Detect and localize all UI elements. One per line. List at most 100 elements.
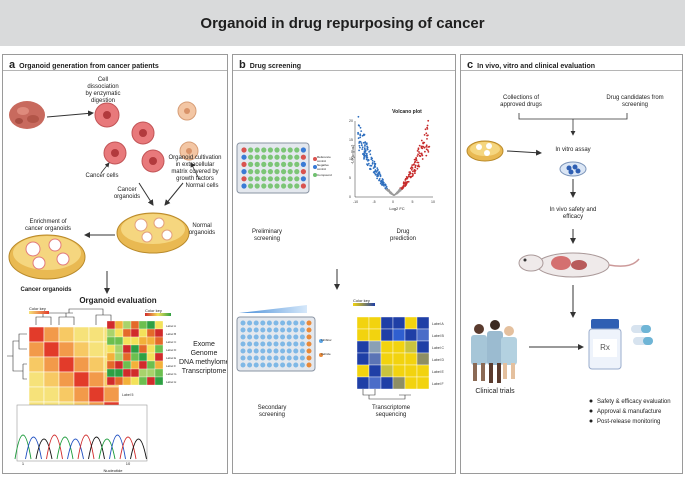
volcano-point <box>369 149 372 152</box>
plate-well <box>261 161 267 167</box>
volcano-point <box>427 119 430 122</box>
heatmap-cell <box>106 360 116 370</box>
heatmap-cell <box>114 376 124 386</box>
plate-well <box>247 327 253 333</box>
plate-well <box>247 362 253 368</box>
heatmap-cell <box>356 364 370 378</box>
heatmap-cell <box>106 320 116 330</box>
plate-well <box>248 161 254 167</box>
plate-well <box>300 147 306 153</box>
plate-well <box>266 334 272 340</box>
plate-well <box>254 183 260 189</box>
plate-well <box>254 161 260 167</box>
volcano-point <box>421 153 423 156</box>
plate-well <box>240 362 246 368</box>
patients-icon <box>471 320 517 383</box>
heatmap-cell <box>368 364 382 378</box>
volcano-point <box>364 155 366 157</box>
heatmap-cell <box>106 368 116 378</box>
heatmap-cell <box>88 341 105 358</box>
title-bar: Organoid in drug repurposing of cancer <box>0 0 685 46</box>
plate-well <box>294 169 300 175</box>
gradient-wedge-icon <box>239 305 307 313</box>
volcano-point <box>359 140 361 143</box>
panel-a-divider <box>3 70 227 71</box>
color-key-label-2: Color key <box>145 308 162 313</box>
volcano-point <box>363 156 365 159</box>
outcome-item: Approval & manufacture <box>597 409 662 415</box>
heatmap-cell <box>392 376 406 390</box>
legend-vehicle: Vehicle <box>321 352 331 356</box>
plate-well <box>266 341 272 347</box>
plate-well <box>286 348 292 354</box>
heatmap-cell <box>404 340 418 354</box>
plate-well <box>293 348 299 354</box>
rx-label: Rx <box>600 343 610 352</box>
plate-well <box>280 355 286 361</box>
chromatogram-peak <box>109 434 126 460</box>
volcano-tick-label: 5 <box>349 176 351 180</box>
volcano-point <box>377 175 379 178</box>
volcano-title: Volcano plot <box>392 109 422 115</box>
plate-well <box>261 183 267 189</box>
heatmap-cell <box>73 341 90 358</box>
volcano-point <box>405 184 407 186</box>
plate-well <box>253 355 259 361</box>
heatmap-cell <box>58 341 75 358</box>
plate-well <box>280 362 286 368</box>
volcano-point <box>359 126 362 129</box>
plate-well <box>267 183 273 189</box>
legend-compound: Compound <box>317 173 332 177</box>
omics-item: DNA methylome <box>179 359 228 366</box>
volcano-point <box>412 170 414 173</box>
heatmap-cell <box>122 376 132 386</box>
heatmap-cell <box>138 352 148 362</box>
volcano-point <box>404 179 407 181</box>
plate-well <box>286 320 292 326</box>
bracket-line <box>518 113 628 120</box>
volcano-point <box>407 175 410 178</box>
heatmap-cell <box>88 371 105 388</box>
volcano-point <box>368 151 370 153</box>
heatmap-cell <box>146 336 156 346</box>
volcano-point <box>420 147 423 149</box>
volcano-point <box>373 166 376 168</box>
legend-swatch <box>319 339 323 343</box>
plate-well <box>274 169 280 175</box>
volcano-point <box>414 160 417 163</box>
plate-well <box>293 362 299 368</box>
plate-well <box>274 147 280 153</box>
legend-swatch <box>319 353 323 357</box>
heatmap-cell <box>146 368 156 378</box>
volcano-point <box>416 161 419 164</box>
volcano-point <box>425 154 428 157</box>
heatmap-row-label: Label D <box>166 348 177 352</box>
volcano-point <box>410 168 413 171</box>
plate-well <box>240 327 246 333</box>
panel-b-title-text: Drug screening <box>249 63 302 70</box>
panel-c-divider <box>461 70 682 71</box>
volcano-point <box>425 144 428 147</box>
heatmap-cell <box>122 344 132 354</box>
outcome-item: Safety & efficacy evaluation <box>597 399 671 405</box>
assay-dish-icon <box>559 161 587 177</box>
heatmap-cell <box>28 371 45 388</box>
volcano-tick-label: -5 <box>373 200 376 204</box>
plate-well <box>273 348 279 354</box>
heatmap-cell <box>380 364 394 378</box>
panel-c-letter: c <box>467 59 474 71</box>
heatmap-cell <box>114 320 124 330</box>
volcano-point <box>360 142 363 144</box>
heatmap-cell <box>130 352 140 362</box>
heatmap-cell <box>28 356 45 373</box>
chromatogram-peak <box>88 436 105 460</box>
plate-well <box>253 334 259 340</box>
plate-well <box>281 176 287 182</box>
plate-well <box>260 320 266 326</box>
volcano-point <box>357 115 360 118</box>
volcano-point <box>409 172 412 175</box>
volcano-point <box>412 163 415 166</box>
volcano-point <box>423 134 426 136</box>
